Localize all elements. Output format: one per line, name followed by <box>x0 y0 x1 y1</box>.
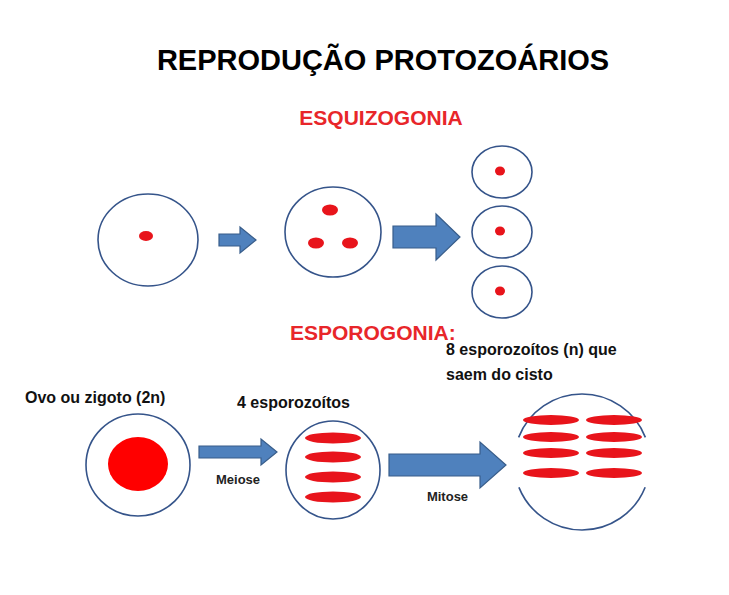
cell-outline <box>85 413 191 517</box>
page-title: REPRODUÇÃO PROTOZOÁRIOS <box>157 44 609 77</box>
node-heading: 8 esporozoítos (n) que saem do cisto <box>446 337 622 388</box>
cell-circle: Ovo ou zigoto (2n) <box>85 413 191 517</box>
sporozoite <box>305 472 361 483</box>
nucleus <box>342 238 358 249</box>
sporozoite <box>586 415 642 425</box>
cell-circle: 4 esporozoítos <box>285 420 381 520</box>
sporozoite <box>305 433 361 444</box>
block-arrow <box>219 227 256 253</box>
sporozoite <box>305 492 361 503</box>
process-label: Meiose <box>214 472 262 487</box>
cyst-wall <box>519 394 646 437</box>
daughter-cell <box>472 266 532 318</box>
sporozoite <box>523 415 579 425</box>
nucleus <box>308 238 324 249</box>
daughter-cell <box>472 146 532 198</box>
nucleus <box>322 205 338 216</box>
node-heading: Ovo ou zigoto (2n) <box>25 385 165 411</box>
sporozoite <box>305 452 361 463</box>
nucleus <box>495 287 505 296</box>
nucleus <box>495 167 505 176</box>
nucleus <box>139 231 153 241</box>
sporozoite <box>586 468 642 478</box>
nucleus <box>495 227 505 236</box>
block-arrow <box>389 442 506 488</box>
sporozoite <box>523 432 579 442</box>
process-label: Mitose <box>425 489 470 504</box>
cell-circle: 8 esporozoítos (n) que saem do cisto <box>514 394 650 530</box>
cell-outline <box>285 420 381 520</box>
sporozoite <box>586 448 642 458</box>
cyst-wall <box>519 487 645 530</box>
block-arrow <box>199 439 277 465</box>
section-heading: ESPOROGONIA: <box>290 321 456 345</box>
cell-outline <box>98 194 198 286</box>
cell-outline <box>286 421 380 519</box>
cell-outline <box>86 414 190 516</box>
sporozoite <box>523 448 579 458</box>
daughter-cell <box>472 206 532 258</box>
section-heading: ESQUIZOGONIA <box>299 106 462 130</box>
cell-outline <box>285 187 381 277</box>
node-heading: 4 esporozoítos <box>237 390 350 416</box>
cell-outline <box>514 394 650 530</box>
sporozoite <box>523 468 579 478</box>
block-arrow <box>393 214 460 260</box>
sporozoite <box>586 432 642 442</box>
nucleus <box>108 437 168 491</box>
